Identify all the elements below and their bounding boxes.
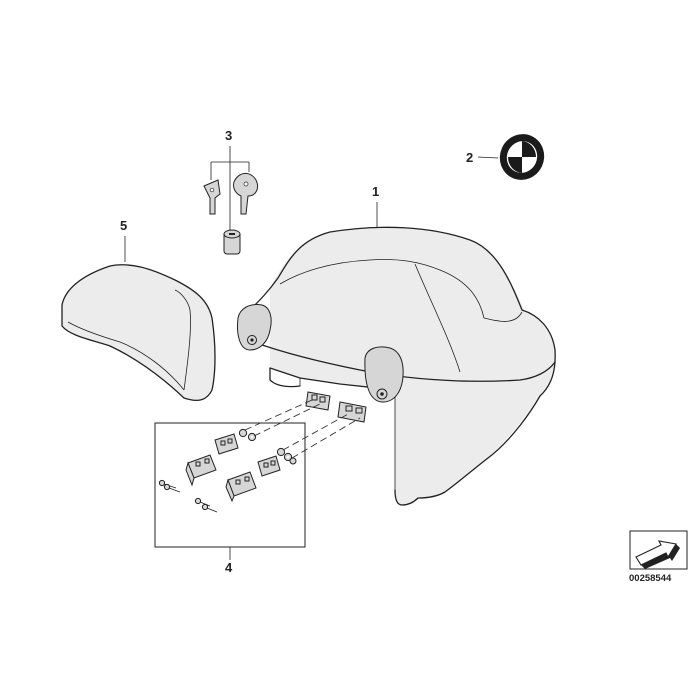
callout-2: 2 [466, 150, 499, 165]
left-latch[interactable] [237, 304, 272, 351]
callout-5: 5 [120, 218, 127, 262]
callout-3: 3 [210, 128, 250, 230]
document-number: 00258544 [629, 573, 672, 584]
svg-text:1: 1 [372, 184, 379, 199]
key-left[interactable] [203, 179, 221, 215]
right-latch[interactable] [364, 346, 404, 403]
svg-text:3: 3 [225, 128, 232, 143]
assembly-lines [244, 399, 361, 459]
top-case[interactable] [247, 226, 556, 506]
lock-cylinder[interactable] [223, 229, 241, 255]
backrest-pad[interactable] [61, 264, 216, 402]
roundel-emblem-icon[interactable] [492, 127, 551, 187]
svg-text:4: 4 [225, 560, 233, 575]
orientation-arrow-icon [629, 530, 688, 570]
mounting-kit-parts[interactable] [158, 428, 297, 513]
svg-text:2: 2 [466, 150, 473, 165]
key-right[interactable] [233, 173, 259, 215]
callout-1: 1 [372, 184, 379, 228]
callout-4: 4 [225, 547, 233, 575]
svg-text:5: 5 [120, 218, 127, 233]
